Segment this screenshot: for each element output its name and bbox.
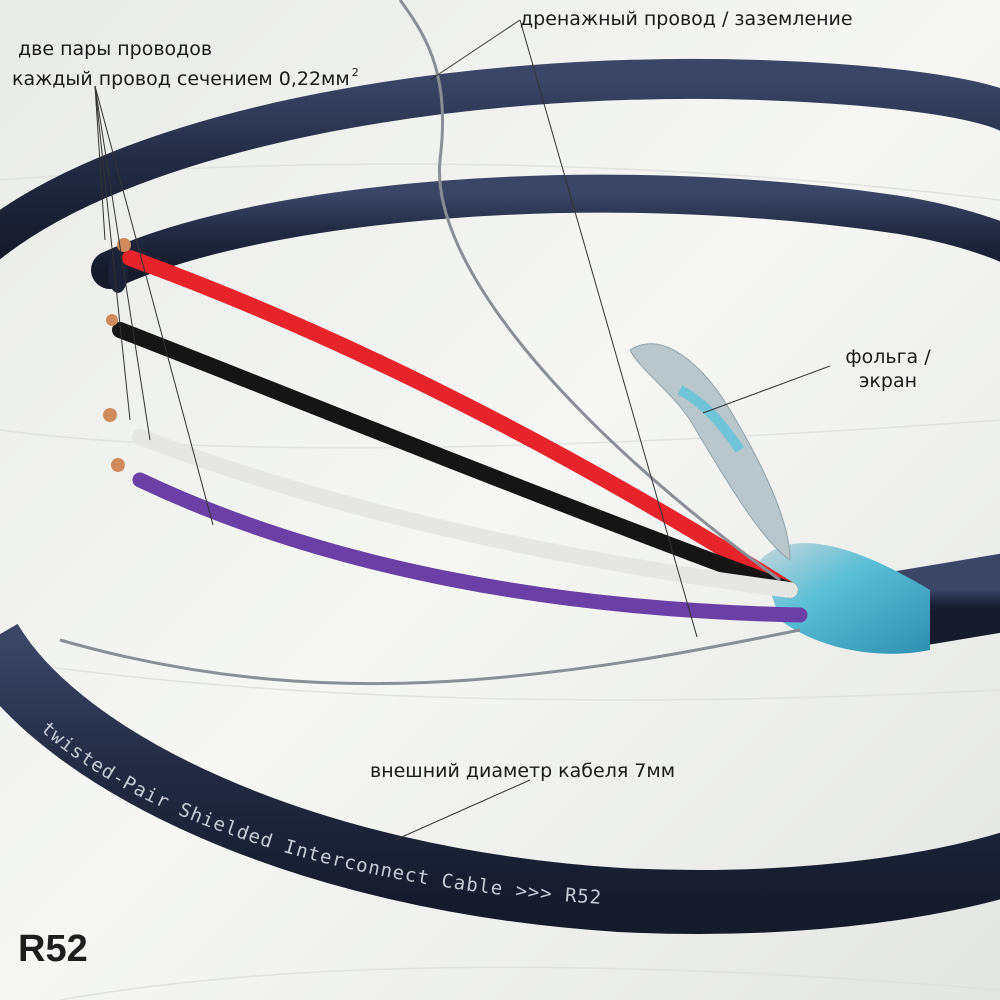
cable-loop-middle (91, 174, 1000, 289)
label-outer-diameter: внешний диаметр кабеля 7мм (370, 760, 676, 782)
wire-purple (132, 472, 808, 623)
label-foil-line2: экран (858, 370, 918, 392)
foil-shield (760, 543, 930, 654)
label-pairs-text: каждый провод сечением 0,22мм (12, 68, 350, 90)
foil-blue-strip (677, 385, 745, 453)
drain-wire-lower (59, 628, 801, 686)
label-foil-line1: фольга / (845, 346, 931, 368)
drain-wire-upper (398, 0, 781, 582)
label-drain-wire: дренажный провод / заземление (520, 8, 853, 30)
label-pairs-line1: две пары проводов (18, 38, 213, 60)
wire-white (132, 429, 798, 598)
model-label: R52 (18, 928, 88, 970)
wire-black (112, 322, 798, 598)
foil-curl (629, 343, 791, 561)
cable-loop-back (0, 58, 1000, 260)
wire-red (122, 250, 798, 598)
label-pairs-superscript: 2 (351, 66, 359, 79)
cable-foreground (0, 623, 1000, 934)
leader-lines (94, 19, 831, 841)
